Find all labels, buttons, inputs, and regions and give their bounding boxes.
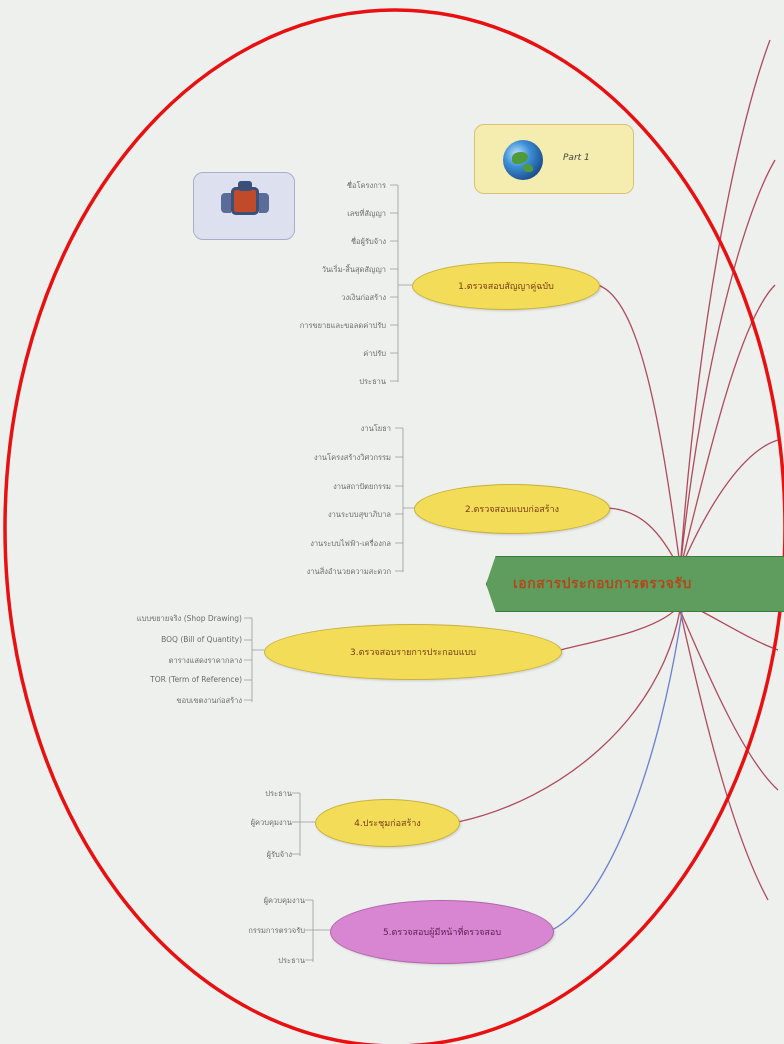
leaf-1-5: วงเงินก่อสร้าง [341, 293, 386, 302]
leaf-3-1: แบบขยายจริง (Shop Drawing) [136, 614, 242, 623]
leaf-4-1: ประธาน [265, 789, 292, 798]
leaf-1-2: เลขที่สัญญา [347, 209, 386, 218]
leaf-3-4: TOR (Term of Reference) [150, 675, 242, 684]
leaf-1-3: ชื่อผู้รับจ้าง [350, 237, 386, 246]
leaf-2-2: งานโครงสร้างวิศวกรรม [314, 453, 391, 462]
robot-image-box [193, 172, 295, 240]
connector-right-4 [679, 439, 779, 571]
connector-right-3 [679, 284, 776, 571]
branch-node-4[interactable]: 4.ประชุมก่อสร้าง [315, 799, 460, 847]
robot-wing-right [259, 193, 269, 213]
leaf-2-3: งานสถาปัตยกรรม [333, 482, 391, 491]
bracket-5 [305, 899, 330, 962]
leaf-3-2: BOQ (Bill of Quantity) [161, 635, 242, 644]
leaf-3-3: ตารางแสดงราคากลาง [168, 656, 242, 665]
connector-branch-3 [559, 604, 681, 651]
branch-node-5[interactable]: 5.ตรวจสอบผู้มีหน้าที่ตรวจสอบ [330, 900, 554, 964]
leaf-2-6: งานสิ่งอำนวยความสะดวก [306, 567, 391, 576]
leaf-2-4: งานระบบสุขาภิบาล [327, 510, 391, 519]
connector-right-6 [679, 609, 779, 791]
robot-wing-left [221, 193, 231, 213]
leaf-2-1: งานโยธา [360, 424, 391, 433]
leaf-5-3: ประธาน [278, 956, 305, 965]
connector-branch-1 [597, 284, 681, 566]
branch-node-3[interactable]: 3.ตรวจสอบรายการประกอบแบบ [264, 624, 562, 680]
central-node[interactable]: เอกสารประกอบการตรวจรับ [486, 556, 784, 612]
leaf-1-7: ค่าปรับ [363, 349, 386, 358]
leaf-1-1: ชื่อโครงการ [346, 181, 386, 190]
leaf-5-1: ผู้ควบคุมงาน [263, 896, 305, 905]
bracket-4 [292, 792, 315, 856]
leaf-4-3: ผู้รับจ้าง [266, 850, 292, 859]
connector-branch-4 [457, 609, 681, 823]
part-label: Part 1 [563, 153, 590, 163]
robot-icon [231, 187, 259, 215]
bracket-1 [390, 184, 412, 382]
connector-branch-5 [551, 611, 683, 931]
part-box[interactable]: Part 1 [474, 124, 634, 194]
leaf-1-6: การขยายและขอลดค่าปรับ [299, 321, 386, 330]
leaf-2-5: งานระบบไฟฟ้า-เครื่องกล [310, 539, 391, 548]
bracket-2 [395, 427, 414, 572]
leaf-3-5: ขอบเขตงานก่อสร้าง [176, 696, 242, 705]
leaf-4-2: ผู้ควบคุมงาน [250, 818, 292, 827]
connector-right-2 [679, 159, 776, 571]
branch-node-1[interactable]: 1.ตรวจสอบสัญญาคู่ฉบับ [412, 262, 600, 310]
robot-head [238, 181, 252, 191]
connector-right-7 [679, 609, 769, 901]
leaf-1-4: วันเริ่ม-สิ้นสุดสัญญา [321, 265, 386, 274]
leaf-5-2: กรรมการตรวจรับ [248, 926, 305, 935]
bracket-3 [244, 617, 264, 702]
branch-node-2[interactable]: 2.ตรวจสอบแบบก่อสร้าง [414, 484, 610, 534]
leaf-1-8: ประธาน [359, 377, 386, 386]
connector-right-1 [679, 39, 771, 571]
highlight-ellipse [3, 8, 784, 1044]
globe-icon [503, 140, 543, 180]
